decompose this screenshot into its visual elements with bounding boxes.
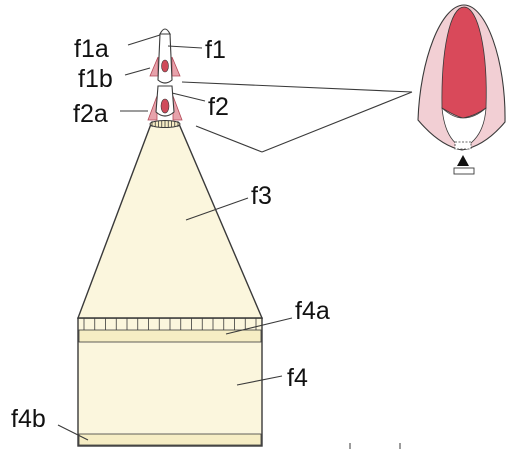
leader-f4 <box>236 375 283 386</box>
f1a-nose <box>159 28 171 35</box>
label-f3: f3 <box>251 182 272 210</box>
label-f1: f1 <box>205 36 226 64</box>
label-f1a: f1a <box>74 35 109 63</box>
section-f2 <box>147 85 183 121</box>
f4b-band <box>78 433 262 446</box>
f1b-window <box>161 59 169 73</box>
f4a-ticks <box>83 318 257 330</box>
leader-f3 <box>185 197 249 221</box>
label-f4a: f4a <box>295 297 330 325</box>
label-f2a: f2a <box>73 100 108 128</box>
section-f3 <box>76 120 264 319</box>
leader-lines <box>57 34 293 441</box>
f3-cone <box>76 123 264 319</box>
f2a-fin-left <box>147 95 158 121</box>
label-f2: f2 <box>208 93 229 121</box>
leader-f1b <box>124 67 151 76</box>
f1-body <box>157 33 173 84</box>
f2a-window <box>160 98 170 114</box>
labels: f1a f1 f1b f2 f2a f3 f4a f4 f4b <box>11 35 330 433</box>
f3-top-ticks <box>151 121 179 127</box>
leader-f2 <box>171 92 206 102</box>
bottom-ticks <box>349 443 401 449</box>
label-f4: f4 <box>287 364 308 392</box>
leader-f1 <box>167 45 203 49</box>
leader-f4b <box>57 424 89 441</box>
inset-nose-cone <box>417 4 506 175</box>
f1b-fin-left <box>149 56 159 77</box>
label-f1b: f1b <box>78 65 113 93</box>
leader-f4a <box>225 317 293 335</box>
section-f4 <box>77 317 263 447</box>
inset-port <box>454 141 472 150</box>
up-arrow-icon <box>457 155 469 166</box>
label-f4b: f4b <box>11 405 46 433</box>
f2a-fin-right <box>172 95 183 121</box>
inset-base-plate <box>453 167 475 175</box>
leader-f1a <box>127 34 161 46</box>
f1b-fin-right <box>171 56 181 77</box>
inset-callout-lines <box>181 81 413 153</box>
inset-cone-base <box>441 107 487 149</box>
